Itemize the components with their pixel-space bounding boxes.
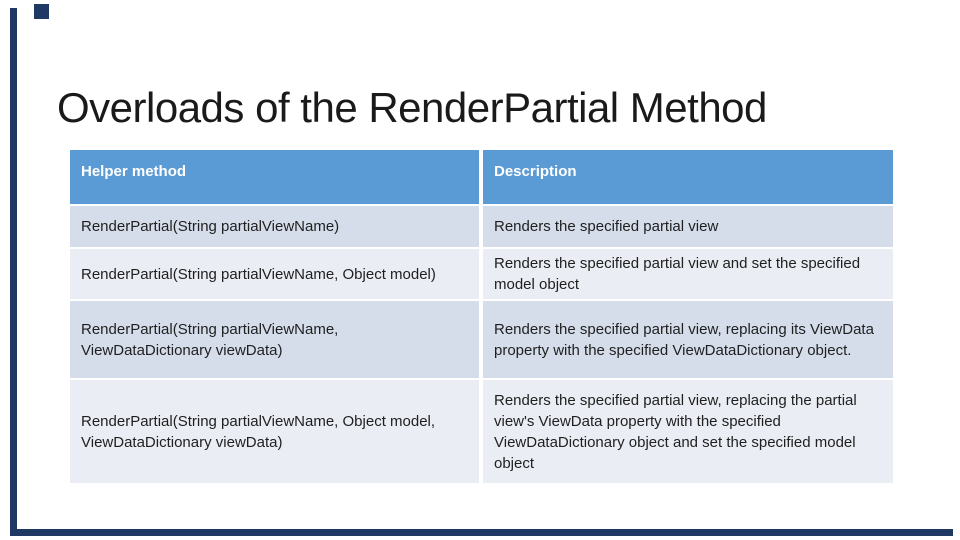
method-text: RenderPartial(String partialViewName, Ob… [81,412,436,451]
description-text: Renders the specified partial view and s… [494,255,861,293]
description-cell: Renders the specified partial view and s… [483,249,893,299]
method-text: RenderPartial(String partialViewName, Ob… [81,265,436,283]
left-accent-bar [10,8,17,536]
column-header-description: Description [483,150,893,204]
description-cell: Renders the specified partial view, repl… [483,301,893,378]
description-text: Renders the specified partial view, repl… [494,320,874,359]
method-cell: RenderPartial(String partialViewName, Ob… [70,380,479,483]
table-row: RenderPartial(String partialViewName, Vi… [70,301,893,378]
bottom-accent-bar [10,529,953,536]
column-header-helper-method: Helper method [70,150,479,204]
slide-title: Overloads of the RenderPartial Method [57,84,767,132]
column-header-label: Helper method [81,163,187,180]
column-header-label: Description [494,163,577,180]
table-row: RenderPartial(String partialViewName, Ob… [70,380,893,483]
method-cell: RenderPartial(String partialViewName) [70,206,479,247]
corner-accent-square [34,4,49,19]
table-header-row: Helper method Description [70,150,893,204]
description-cell: Renders the specified partial view, repl… [483,380,893,483]
table-row: RenderPartial(String partialViewName) Re… [70,206,893,247]
description-text: Renders the specified partial view [494,218,719,235]
overloads-table: Helper method Description RenderPartial(… [70,150,893,485]
method-text: RenderPartial(String partialViewName, Vi… [81,320,339,359]
description-text: Renders the specified partial view, repl… [494,391,857,472]
method-cell: RenderPartial(String partialViewName, Vi… [70,301,479,378]
method-text: RenderPartial(String partialViewName) [81,218,340,235]
description-cell: Renders the specified partial view [483,206,893,247]
method-cell: RenderPartial(String partialViewName, Ob… [70,249,479,299]
table-row: RenderPartial(String partialViewName, Ob… [70,249,893,299]
